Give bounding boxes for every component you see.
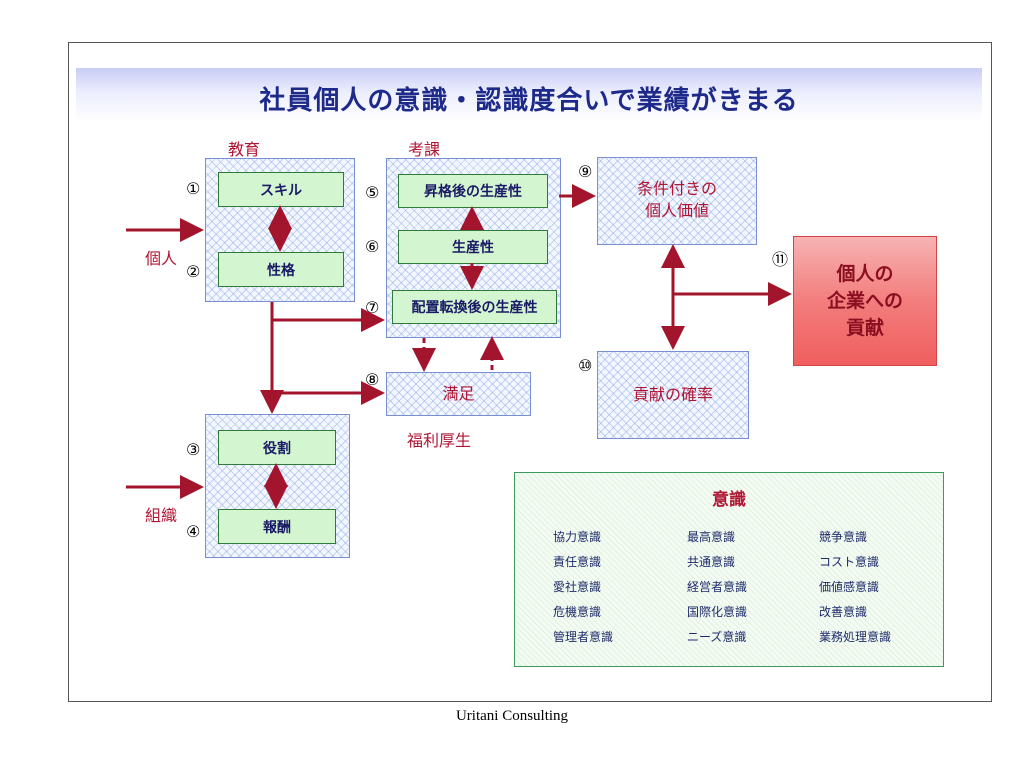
title-band: 社員個人の意識・認識度合いで業績がきまる (76, 68, 982, 122)
kouken-kakuritsu-box: 貢献の確率 (597, 351, 749, 439)
ishiki-item: 価値感意識 (819, 580, 880, 594)
label-kyouiku: 教育 (228, 140, 261, 159)
ishiki-item: 競争意識 (819, 530, 868, 544)
num-1: ① (186, 179, 201, 198)
ishiki-title: 意識 (712, 490, 746, 510)
num-6: ⑥ (365, 237, 380, 256)
jouken-line2: 個人価値 (644, 201, 709, 220)
ishiki-item: 改善意識 (819, 605, 868, 619)
num-3: ③ (186, 440, 201, 459)
kouken-kakuritsu-text: 貢献の確率 (632, 385, 713, 404)
label-kojin: 個人 (145, 249, 178, 268)
num-10: ⑩ (578, 356, 593, 375)
ishiki-item: 経営者意識 (687, 580, 748, 594)
ishiki-item: 共通意識 (687, 555, 736, 569)
num-11: ⑪ (772, 250, 789, 269)
num-9: ⑨ (578, 162, 593, 181)
slide-title: 社員個人の意識・認識度合いで業績がきまる (259, 86, 799, 116)
box-houshu: 報酬 (218, 509, 336, 544)
manzoku-text: 満足 (442, 384, 475, 403)
jouken-box: 条件付きの 個人価値 (597, 157, 757, 245)
jouken-line1: 条件付きの (636, 179, 717, 198)
ishiki-item: 責任意識 (553, 555, 602, 569)
box-yakuwari: 役割 (218, 430, 336, 465)
ishiki-item: コスト意識 (819, 555, 880, 569)
num-2: ② (186, 262, 201, 281)
num-5: ⑤ (365, 183, 380, 202)
ishiki-item: 愛社意識 (553, 580, 602, 594)
ishiki-item: ニーズ意識 (687, 630, 747, 644)
manzoku-box: 満足 (386, 372, 531, 416)
label-kouka: 考課 (408, 140, 441, 159)
ishiki-item: 最高意識 (687, 530, 736, 544)
ishiki-panel: 意識 協力意識 責任意識 愛社意識 危機意識 管理者意識 最高意識 共通意識 経… (514, 472, 944, 667)
ishiki-item: 業務処理意識 (819, 630, 892, 644)
num-4: ④ (186, 522, 201, 541)
ishiki-item: 危機意識 (553, 605, 602, 619)
ishiki-item: 管理者意識 (553, 630, 614, 644)
ishiki-item: 国際化意識 (687, 605, 748, 619)
label-fukuri: 福利厚生 (407, 431, 472, 450)
result-box: 個人の 企業への 貢献 (793, 236, 937, 366)
label-soshiki: 組織 (145, 506, 178, 525)
box-skill: スキル (218, 172, 344, 207)
footer-text: Uritani Consulting (455, 708, 569, 724)
box-haichi: 配置転換後の生産性 (392, 290, 557, 324)
ishiki-item: 協力意識 (553, 530, 602, 544)
box-seikaku: 性格 (218, 252, 344, 287)
box-shoukaku: 昇格後の生産性 (398, 174, 548, 208)
result-text: 個人の 企業への 貢献 (826, 263, 903, 339)
